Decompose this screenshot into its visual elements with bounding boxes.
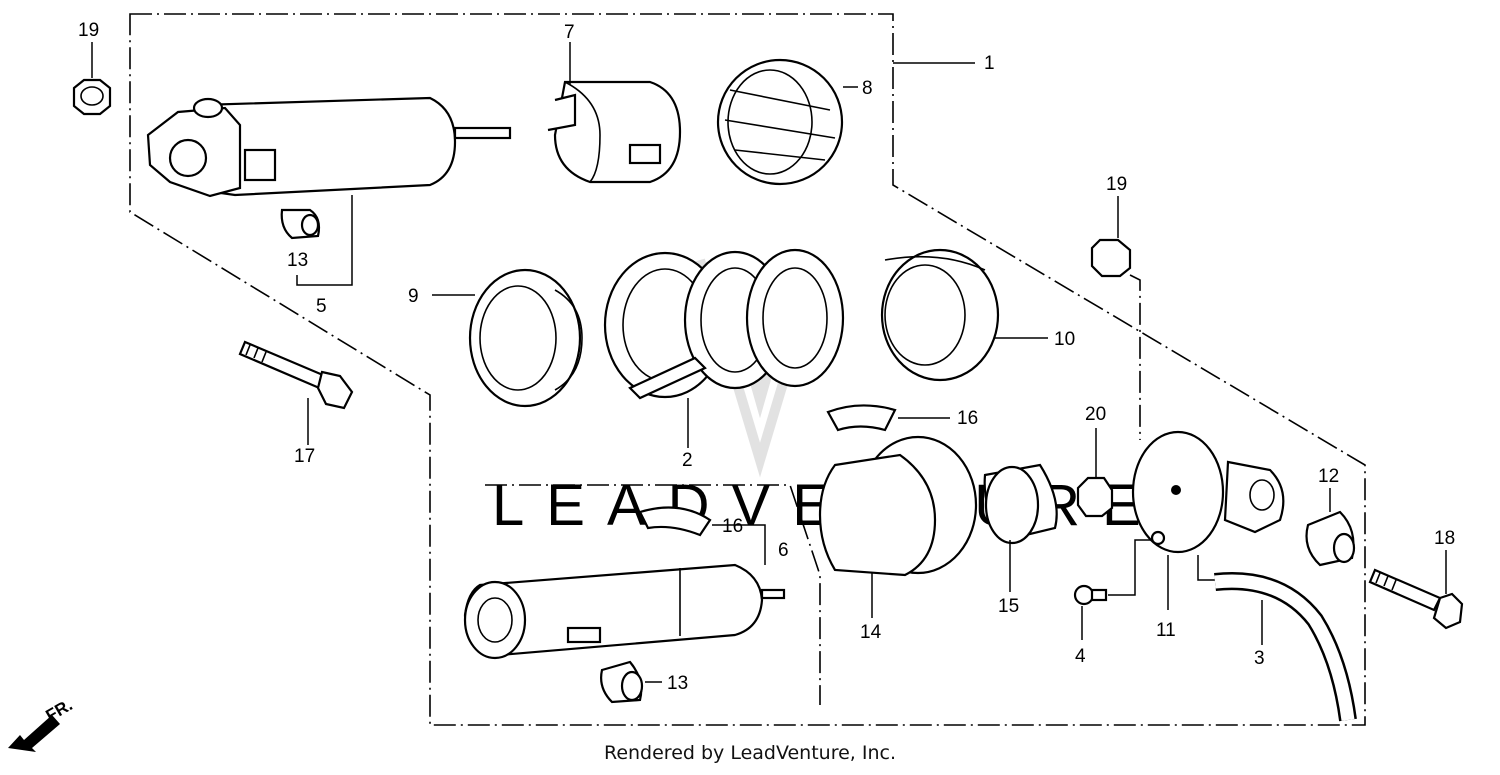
label-16-upper: 16 (957, 408, 978, 429)
part-16-clip-lower (638, 506, 712, 537)
label-1: 1 (984, 53, 995, 74)
label-7: 7 (564, 22, 575, 43)
label-5: 5 (316, 296, 327, 317)
label-4: 4 (1075, 646, 1086, 667)
part-13-bushing-upper (280, 208, 321, 240)
label-16-lower: 16 (722, 516, 743, 537)
label-2: 2 (682, 450, 693, 471)
part-11-reservoir (1131, 430, 1285, 554)
assembly-outline-1 (129, 13, 1366, 726)
part-12-bushing (1305, 510, 1356, 567)
part-14-bump-rubber (818, 435, 978, 577)
part-18-bolt (1368, 568, 1464, 630)
label-3: 3 (1254, 648, 1265, 669)
label-8: 8 (862, 78, 873, 99)
part-16-clip-upper (826, 404, 897, 432)
label-20: 20 (1085, 404, 1106, 425)
label-10: 10 (1054, 329, 1075, 350)
part-4-bolt (1073, 584, 1108, 606)
label-12: 12 (1318, 466, 1339, 487)
footer-credit: Rendered by LeadVenture, Inc. (603, 742, 897, 764)
part-2-spring (603, 248, 845, 400)
part-6-damper-lower (463, 563, 786, 660)
part-9-spring-seat (468, 268, 583, 408)
label-13-upper: 13 (287, 250, 308, 271)
part-10-spring-seat (880, 248, 1000, 382)
assembly-outline-6 (485, 484, 821, 705)
part-8-spring-cage (716, 58, 844, 186)
label-6: 6 (778, 540, 789, 561)
part-3-hose (1214, 572, 1357, 722)
label-15: 15 (998, 596, 1019, 617)
label-13-lower: 13 (667, 673, 688, 694)
part-5-damper-body (146, 96, 512, 198)
label-19-left: 19 (78, 20, 99, 41)
part-13-bushing-lower (600, 660, 644, 704)
label-11: 11 (1156, 620, 1176, 641)
part-19-nut-left (72, 78, 112, 116)
part-20-nut (1076, 476, 1114, 518)
label-19-right: 19 (1106, 174, 1127, 195)
label-18: 18 (1434, 528, 1455, 549)
part-17-bolt (238, 340, 354, 410)
part-7-collar (547, 80, 682, 184)
part-15-stopper (983, 463, 1058, 545)
label-14: 14 (860, 622, 882, 643)
label-17: 17 (294, 446, 315, 467)
front-arrow-icon (8, 715, 60, 752)
label-9: 9 (408, 286, 419, 307)
part-19-nut-right (1090, 238, 1132, 278)
